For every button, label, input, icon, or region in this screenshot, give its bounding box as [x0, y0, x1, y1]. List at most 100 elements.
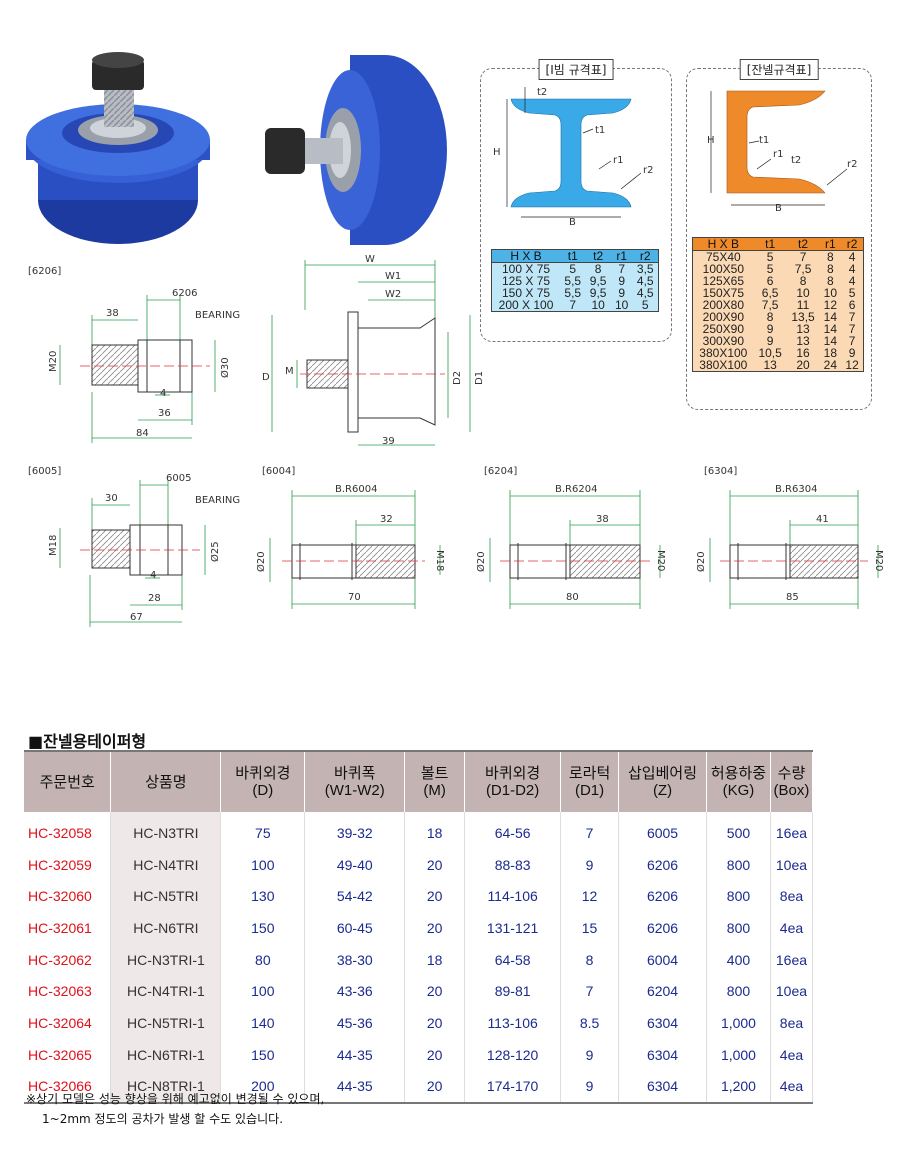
- table-cell: 10ea: [770, 975, 814, 1008]
- table-cell: 15: [560, 912, 620, 944]
- bearing-6304: B.R6304: [775, 484, 818, 495]
- table-cell: 6005: [618, 812, 707, 849]
- table-cell: 113-106: [464, 1007, 562, 1039]
- cell: 6,5: [761, 286, 779, 300]
- table-cell: 7: [560, 812, 620, 849]
- table-cell: 9: [560, 1070, 620, 1104]
- note-line-2: 1~2mm 정도의 공차가 발생 할 수도 있습니다.: [42, 1112, 284, 1126]
- cell: 200 X 100: [498, 298, 554, 312]
- dim-84: 84: [136, 428, 149, 439]
- table-cell: 60-45: [304, 912, 406, 944]
- section-title: ■잔넬용테이퍼형: [28, 732, 147, 751]
- order-number-cell: HC-32065: [24, 1038, 112, 1071]
- cell: 10: [823, 286, 838, 300]
- cell: 4,5: [636, 274, 654, 288]
- table-cell: 20: [404, 1007, 466, 1039]
- channel-label-b: B: [775, 203, 782, 214]
- blue-wheel-side-photo: [265, 55, 447, 245]
- cell: 9: [766, 322, 774, 336]
- product-name-cell: HC-N3TRI: [110, 812, 222, 849]
- cell: 125 X 75: [502, 274, 551, 288]
- cell: 7: [569, 298, 577, 312]
- dim-w: W: [365, 254, 375, 265]
- table-cell: 89-81: [464, 975, 562, 1008]
- table-cell: 140: [220, 1007, 306, 1039]
- table-cell: 100: [220, 848, 306, 881]
- dim-m20: M20: [48, 350, 59, 372]
- table-cell: 4ea: [770, 1038, 814, 1071]
- cell: 10: [796, 286, 810, 300]
- cell: 9: [766, 334, 774, 348]
- channel-header: r2: [841, 237, 864, 251]
- table-cell: 800: [706, 848, 771, 881]
- cell: 8: [799, 274, 807, 288]
- table-cell: 20: [404, 975, 466, 1008]
- drawing-tag-6005: [6005]: [28, 466, 62, 477]
- dim-dia20-6304: Ø20: [696, 551, 707, 572]
- cell: 150 X 75: [502, 286, 551, 300]
- table-cell: 20: [404, 848, 466, 881]
- cell: 13: [763, 358, 777, 372]
- dim-d2: D2: [452, 370, 463, 385]
- product-name-cell: HC-N4TRI: [110, 848, 222, 881]
- table-cell: 1,000: [706, 1038, 771, 1071]
- cell: 7: [848, 310, 856, 324]
- table-cell: 200: [220, 1070, 306, 1104]
- dim-dia20-6204: Ø20: [476, 551, 487, 572]
- table-cell: 64-56: [464, 812, 562, 849]
- cell: 14: [823, 334, 838, 348]
- dim-m18: M18: [48, 534, 59, 556]
- cell: 9,5: [589, 286, 607, 300]
- ibeam-header: t2: [585, 249, 611, 263]
- table-cell: 18: [404, 943, 466, 976]
- drawing-tag-6004: [6004]: [262, 466, 296, 477]
- order-number-cell: HC-32063: [24, 975, 112, 1008]
- table-cell: 150: [220, 912, 306, 944]
- cell: 300X90: [702, 334, 745, 348]
- table-cell: 12: [560, 880, 620, 913]
- order-number-cell: HC-32058: [24, 812, 112, 849]
- channel-header: H X B: [692, 237, 754, 251]
- table-cell: 4ea: [770, 912, 814, 944]
- bearing-6004: B.R6004: [335, 484, 378, 495]
- cell: 9: [618, 274, 625, 288]
- table-cell: 44-35: [304, 1038, 406, 1071]
- ibeam-header: r2: [632, 249, 659, 263]
- ibeam-header: H X B: [491, 249, 561, 263]
- ibeam-label-t2: t2: [537, 87, 548, 98]
- ibeam-label-b: B: [569, 217, 576, 228]
- table-cell: 6304: [618, 1007, 707, 1039]
- cell: 20: [796, 358, 810, 372]
- table-cell: 1,200: [706, 1070, 771, 1104]
- channel-header: t2: [786, 237, 820, 251]
- dim-4: 4: [160, 388, 167, 399]
- cell: 13: [796, 334, 810, 348]
- ibeam-label-t1: t1: [595, 125, 606, 136]
- dim-4-6005: 4: [150, 570, 157, 581]
- dim-dia20-6004: Ø20: [256, 551, 267, 572]
- table-cell: 44-35: [304, 1070, 406, 1104]
- dim-dia30: Ø30: [220, 357, 231, 378]
- table-cell: 4ea: [770, 1070, 814, 1104]
- channel-label-r2: r2: [847, 159, 858, 170]
- product-name-cell: HC-N6TRI-1: [110, 1038, 222, 1071]
- ibeam-header: t1: [560, 249, 586, 263]
- cell: 7,5: [794, 262, 812, 276]
- product-name-cell: HC-N5TRI: [110, 880, 222, 913]
- dim-w2: W2: [385, 289, 402, 300]
- order-number-cell: HC-32064: [24, 1007, 112, 1039]
- channel-label-r1: r1: [773, 149, 784, 160]
- bearing-label-6005: BEARING: [195, 495, 241, 506]
- header-wheel-dia: 바퀴외경(D): [220, 751, 306, 812]
- cell: 100X50: [702, 262, 745, 276]
- channel-profile-diagram: [710, 90, 848, 206]
